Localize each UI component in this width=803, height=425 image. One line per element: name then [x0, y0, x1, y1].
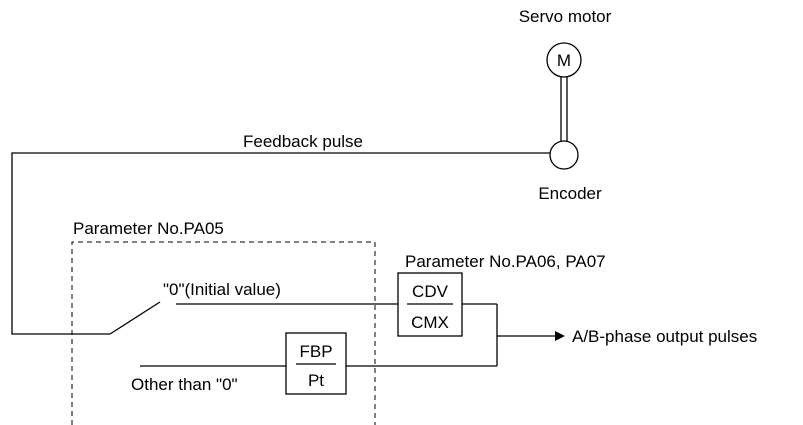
- output-label: A/B-phase output pulses: [572, 327, 757, 346]
- feedback-wire: [11, 152, 550, 335]
- cmx-denominator: CMX: [411, 313, 449, 332]
- servo-motor-symbol: [546, 42, 582, 78]
- servo-motor-title: Servo motor: [519, 7, 612, 26]
- feedback-pulse-label: Feedback pulse: [243, 132, 363, 151]
- encoder-label: Encoder: [538, 184, 602, 203]
- pt-denominator: Pt: [308, 371, 324, 390]
- fbp-numerator: FBP: [299, 342, 332, 361]
- motor-m-label: M: [557, 51, 571, 70]
- pa06-pa07-label: Parameter No.PA06, PA07: [405, 252, 606, 271]
- output-arrowhead-icon: [555, 331, 565, 341]
- encoder-symbol: [549, 140, 579, 170]
- pa05-dashed-box: [71, 241, 376, 425]
- selector-switch-blade: [109, 301, 161, 335]
- option-zero-label: "0"(Initial value): [163, 280, 281, 299]
- option-other-label: Other than "0": [131, 375, 238, 394]
- pa05-label: Parameter No.PA05: [73, 219, 224, 238]
- cdv-numerator: CDV: [412, 282, 449, 301]
